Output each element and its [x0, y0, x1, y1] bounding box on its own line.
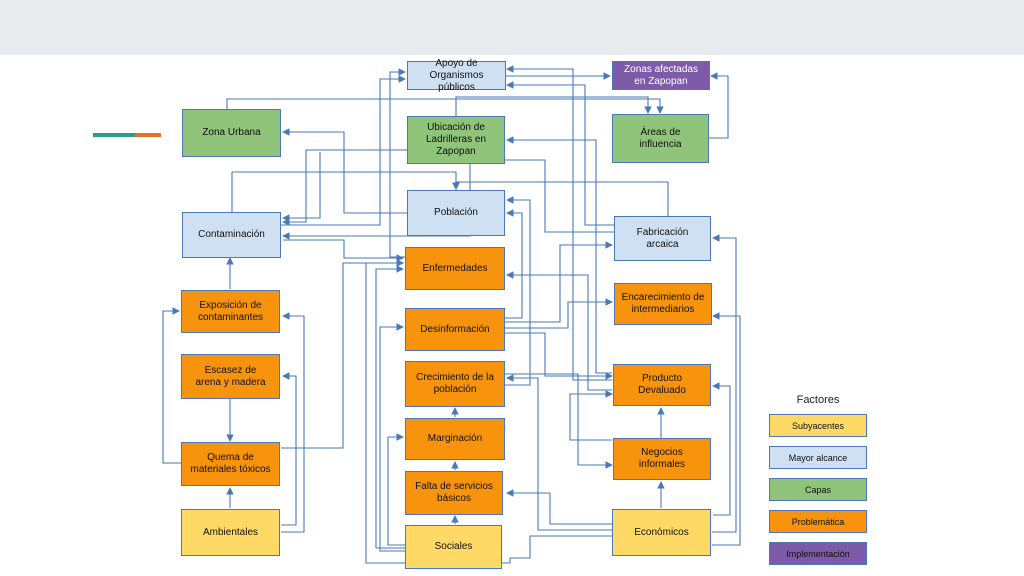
connector [505, 373, 613, 469]
legend-title: Factores [796, 394, 840, 406]
node-exposicion-contaminantes: Exposición de contaminantes [181, 290, 280, 333]
node-crecimiento-poblacion: Crecimiento de la población [405, 361, 505, 407]
connector [712, 234, 737, 533]
node-quema-materiales: Quema de materiales tóxicos [181, 442, 280, 486]
connector [506, 489, 612, 525]
legend-item-mayor-alcance: Mayor alcance [769, 446, 867, 469]
node-zonas-afectadas: Zonas afectadas en Zapopan [612, 61, 710, 90]
connector [282, 159, 614, 240]
top-banner [0, 0, 1024, 55]
node-escasez-arena-madera: Escasez de arena y madera [181, 354, 280, 399]
node-negocios-informales: Negocios informales [613, 438, 711, 480]
node-falta-servicios: Falta de servicios básicos [405, 471, 503, 515]
connector [505, 209, 523, 319]
node-ambientales: Ambientales [181, 509, 280, 556]
node-areas-influencia: Áreas de influencia [612, 114, 709, 163]
node-poblacion: Población [407, 190, 505, 236]
accent-bar-teal [93, 133, 135, 137]
connector [281, 312, 305, 533]
node-sociales: Sociales [405, 525, 502, 569]
connector [455, 96, 652, 116]
connector [506, 374, 612, 531]
connector [365, 259, 612, 564]
node-zona-urbana: Zona Urbana [182, 109, 281, 157]
connector [281, 259, 404, 449]
connector [505, 196, 531, 386]
accent-bar-orange [135, 133, 161, 137]
connector [709, 72, 729, 139]
connector [506, 136, 612, 374]
connector [569, 390, 613, 441]
connector [283, 239, 404, 262]
node-marginacion: Marginación [405, 418, 505, 460]
connector [281, 75, 406, 226]
connector [281, 372, 297, 526]
connector [282, 152, 321, 222]
legend-item-problematica: Problemática [769, 510, 867, 533]
connector [226, 98, 664, 114]
connector [506, 81, 614, 226]
node-fabricacion-arcaica: Fabricación arcaica [614, 216, 711, 261]
connector [162, 307, 181, 464]
node-contaminacion: Contaminación [182, 212, 281, 258]
legend-item-subyacentes: Subyacentes [769, 414, 867, 437]
connector [712, 382, 731, 516]
connector [505, 241, 613, 323]
node-apoyo-organismos: Apoyo de Organismos públicos [407, 58, 506, 93]
legend-item-capas: Capas [769, 478, 867, 501]
node-enfermedades: Enfermedades [405, 247, 505, 290]
connector [231, 171, 460, 212]
connector [712, 312, 741, 546]
connector [379, 323, 405, 552]
connector [505, 298, 613, 329]
connector [282, 149, 407, 226]
node-desinformacion: Desinformación [405, 308, 505, 351]
connector [387, 433, 405, 546]
node-encarecimiento-intermediarios: Encarecimiento de intermediarios [614, 283, 712, 325]
connector [375, 265, 405, 549]
node-economicos: Económicos [612, 509, 711, 556]
legend-item-implementacion: Implementación [769, 542, 867, 565]
connector [506, 271, 612, 391]
connector [506, 65, 612, 381]
node-producto-devaluado: Producto Devaluado [613, 364, 711, 406]
node-ubicacion-ladrilleras: Ubicación de Ladrilleras en Zapopan [407, 116, 505, 164]
